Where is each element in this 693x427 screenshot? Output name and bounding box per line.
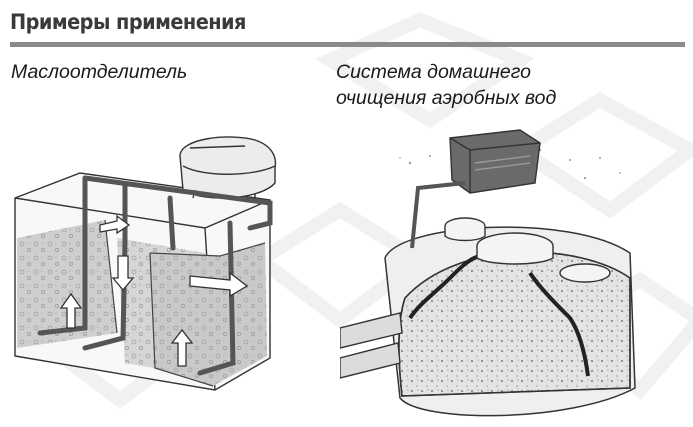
- header-rule: [10, 42, 685, 47]
- aerobic-septic-tank-diagram-icon: [340, 129, 636, 417]
- section-header: Примеры применения: [10, 8, 685, 48]
- aerobic-system-caption-line-2: очищения аэробных вод: [336, 87, 557, 109]
- aerobic-system-caption: Система домашнего очищения аэробных вод: [336, 59, 556, 111]
- oil-separator-diagram-icon: [14, 136, 277, 391]
- aerobic-system-caption-line-1: Система домашнего: [336, 61, 532, 83]
- oil-separator-caption: Маслоотделитель: [11, 61, 188, 83]
- section-title: Примеры применения: [10, 10, 246, 34]
